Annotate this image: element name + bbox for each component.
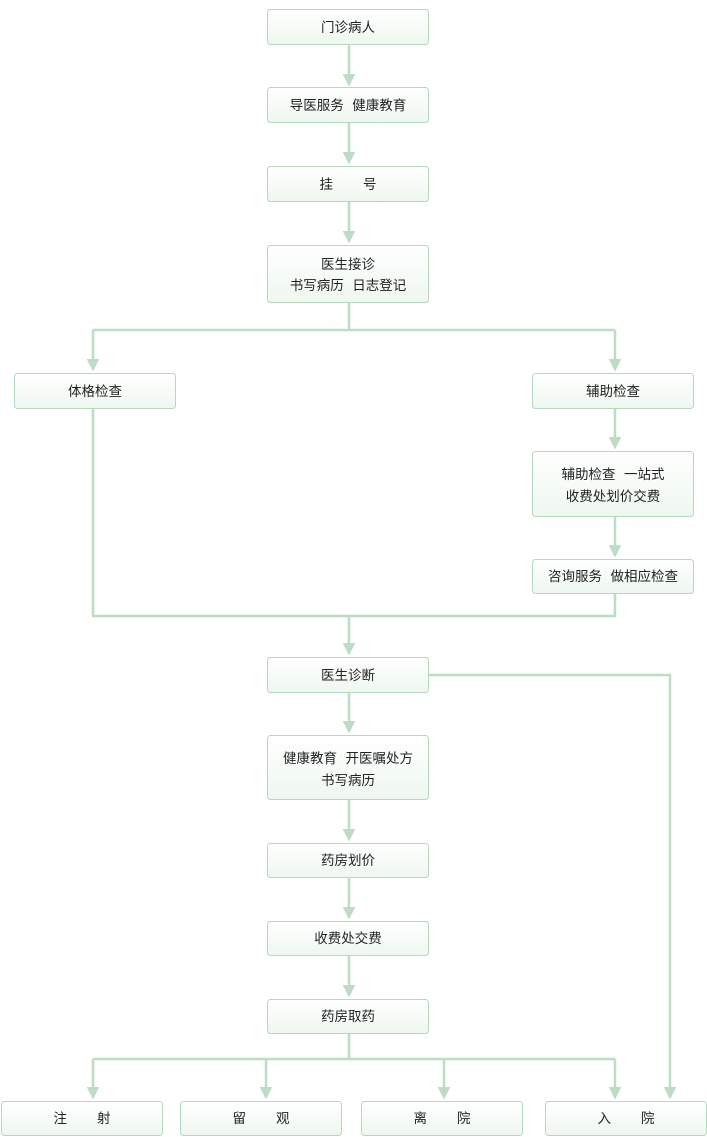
node-payment: 收费处交费	[267, 921, 429, 956]
node-admission-label: 入 院	[597, 1111, 655, 1127]
node-observation: 留 观	[180, 1101, 342, 1136]
node-diagnosis-label: 医生诊断	[321, 668, 375, 684]
node-education-label-line1: 健康教育 开医嘱处方	[283, 750, 413, 767]
node-pharmacy-price-label: 药房划价	[321, 853, 375, 869]
node-injection: 注 射	[1, 1101, 163, 1136]
node-consult: 医生接诊 书写病历 日志登记	[267, 245, 429, 303]
node-consult-service-label: 咨询服务 做相应检查	[548, 568, 679, 585]
edge-consult-split	[93, 303, 615, 332]
node-pharmacy-pickup: 药房取药	[267, 999, 429, 1034]
node-injection-label: 注 射	[53, 1111, 110, 1127]
connectors	[86, 45, 677, 1100]
node-guidance: 导医服务 健康教育	[267, 87, 429, 123]
node-physical-exam: 体格检查	[14, 373, 176, 409]
node-aux-exam-label: 辅助检查	[586, 384, 640, 400]
node-education: 健康教育 开医嘱处方 书写病历	[267, 735, 429, 800]
node-pharmacy-pickup-label: 药房取药	[321, 1009, 375, 1025]
node-registration: 挂 号	[267, 166, 429, 202]
edge-diagnosis-to-admission	[429, 673, 677, 1100]
node-admission: 入 院	[545, 1101, 707, 1136]
node-consult-label-line2: 书写病历 日志登记	[290, 278, 407, 294]
node-outpatient: 门诊病人	[267, 9, 429, 45]
node-diagnosis: 医生诊断	[267, 657, 429, 693]
node-aux-onestop-label-line1: 辅助检查 一站式	[561, 467, 665, 483]
node-observation-label: 留 观	[232, 1111, 290, 1127]
node-consult-service: 咨询服务 做相应检查	[532, 559, 694, 594]
node-discharge: 离 院	[361, 1101, 523, 1136]
edge-physical-exam-merge	[91, 409, 617, 618]
node-outpatient-label: 门诊病人	[321, 20, 375, 36]
node-registration-label: 挂 号	[319, 177, 376, 193]
node-aux-onestop-label-line2: 收费处划价交费	[566, 488, 661, 505]
node-consult-label-line1: 医生接诊	[321, 256, 375, 273]
node-pharmacy-price: 药房划价	[267, 843, 429, 878]
node-payment-label: 收费处交费	[314, 930, 382, 947]
node-education-label-line2: 书写病历	[321, 773, 375, 789]
edge-pickup-split	[93, 1034, 615, 1061]
node-aux-exam: 辅助检查	[532, 373, 694, 409]
node-guidance-label: 导医服务 健康教育	[290, 97, 407, 114]
node-discharge-label: 离 院	[413, 1110, 471, 1127]
node-aux-onestop: 辅助检查 一站式 收费处划价交费	[532, 451, 694, 517]
node-physical-exam-label: 体格检查	[68, 384, 122, 400]
